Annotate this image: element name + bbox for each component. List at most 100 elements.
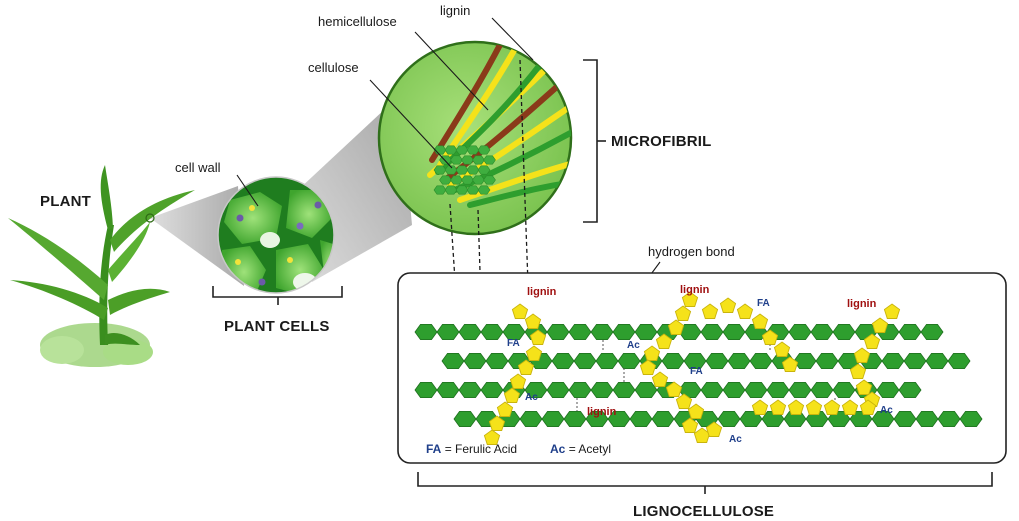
cellulose-hexagon <box>881 352 905 370</box>
lignin-pentagon <box>769 399 787 415</box>
cellulose-hexagon <box>832 323 856 341</box>
inset-ac-label: Ac <box>525 392 538 403</box>
cellulose-hexagon <box>876 381 900 399</box>
microfibril-hexagon <box>461 175 474 185</box>
microfibril-illustration <box>377 40 573 236</box>
inset-lignin-label: lignin <box>527 286 557 298</box>
microfibril-hexagon <box>444 165 458 175</box>
microfibril-bracket <box>583 59 598 223</box>
microfibril-hexagon <box>433 185 447 195</box>
cellulose-hexagon <box>519 410 543 428</box>
cellulose-hexagon <box>458 323 482 341</box>
cellulose-hexagon <box>810 323 834 341</box>
cellulose-hexagon <box>634 381 658 399</box>
cellulose-hexagon <box>788 323 812 341</box>
cellulose-hexagon <box>893 410 917 428</box>
cellulose-hexagon <box>700 323 724 341</box>
microfibril-hexagon <box>450 155 463 165</box>
cellulose-hexagon <box>766 381 790 399</box>
microfibril-label: MICROFIBRIL <box>611 133 712 150</box>
lignocellulose-label: LIGNOCELLULOSE <box>633 503 775 520</box>
cellulose-hexagon <box>937 410 961 428</box>
lignin-chains <box>483 291 901 445</box>
lignin-pentagon <box>751 313 769 329</box>
cellulose-hexagon <box>502 323 526 341</box>
lignin-pentagon <box>643 345 661 361</box>
cellulose-hexagon <box>744 381 768 399</box>
lignin-pentagon <box>823 399 841 415</box>
zoom-cone-plant <box>150 186 244 286</box>
lignin-pentagon <box>855 379 873 395</box>
cellulose-chains <box>414 323 983 428</box>
cellulose-hexagon <box>815 352 839 370</box>
microfibril-hexagon <box>477 165 491 175</box>
cellulose-hexagon <box>700 381 724 399</box>
cellulose-hexagon <box>788 381 812 399</box>
cellulose-hexagon <box>612 323 636 341</box>
microfibril-hexagon <box>466 145 480 155</box>
lignin-pentagon <box>719 297 737 313</box>
cellulose-hexagon <box>485 352 509 370</box>
inset-fa-label: FA <box>507 338 520 349</box>
microfibril-hexagon <box>483 155 496 165</box>
cellulose-hexagon <box>898 381 922 399</box>
cellulose-hexagon <box>436 381 460 399</box>
hemicellulose-label: hemicellulose <box>318 14 397 29</box>
lignin-pentagon <box>849 363 867 379</box>
inset-ac-label: Ac <box>880 405 893 416</box>
cellulose-hexagon <box>546 381 570 399</box>
cellulose-hexagon <box>810 381 834 399</box>
microfibril-hexagon <box>472 175 485 185</box>
lignin-pentagon <box>517 359 535 375</box>
microfibril-strand <box>429 42 508 163</box>
inset-fa-label: FA <box>690 366 703 377</box>
cellulose-hexagon <box>634 323 658 341</box>
cellulose-hexagon <box>722 323 746 341</box>
lignin-pentagon <box>687 403 705 419</box>
cellulose-hexagon <box>612 381 636 399</box>
cell-wall-label: cell wall <box>175 160 221 175</box>
cellulose-hexagon <box>453 410 477 428</box>
microfibril-hexagon <box>466 185 480 195</box>
lignin-pentagon <box>751 399 769 415</box>
lignin-pentagon <box>701 303 719 319</box>
microfibril-hexagon <box>444 185 458 195</box>
cellulose-hexagon <box>915 410 939 428</box>
lignin-pentagon <box>496 401 514 417</box>
microfibril-hexagon <box>477 145 491 155</box>
cellulose-hexagon <box>683 352 707 370</box>
cellulose-hexagon <box>585 410 609 428</box>
lignin-pentagon <box>639 359 657 375</box>
cellulose-hexagon <box>832 381 856 399</box>
lignin-pentagon <box>665 381 683 397</box>
microfibril-hexagon <box>455 145 469 155</box>
cellulose-hexagon <box>595 352 619 370</box>
microfibril-hexagon <box>444 145 458 155</box>
inset-ac-label: Ac <box>627 340 640 351</box>
microfibril-hexagon <box>455 185 469 195</box>
cellulose-hexagon <box>590 381 614 399</box>
lignin-pentagon <box>681 291 699 307</box>
cellulose-hexagon <box>568 381 592 399</box>
microfibril-hexagon <box>472 155 485 165</box>
cellulose-hexagon <box>546 323 570 341</box>
cellulose-hexagon <box>617 352 641 370</box>
legend-ferulic-acid: FA = Ferulic Acid <box>426 442 517 456</box>
lignin-pentagon <box>655 333 673 349</box>
cellulose-hexagon <box>573 352 597 370</box>
cellulose-hexagon <box>651 410 675 428</box>
microfibril-strand <box>467 177 571 208</box>
cellulose-hexagon <box>463 352 487 370</box>
lignin-pentagon <box>488 415 506 431</box>
lignin-pentagon <box>787 399 805 415</box>
legend-fa-text: = Ferulic Acid <box>444 442 518 456</box>
microfibril-hexagon <box>477 185 491 195</box>
cellulose-hexagon <box>480 323 504 341</box>
legend-acetyl: Ac = Acetyl <box>550 442 611 456</box>
cellulose-hexagon <box>661 352 685 370</box>
lignin-pentagon <box>781 356 799 372</box>
plant-cells-label: PLANT CELLS <box>224 318 330 335</box>
lignin-pentagon <box>841 399 859 415</box>
